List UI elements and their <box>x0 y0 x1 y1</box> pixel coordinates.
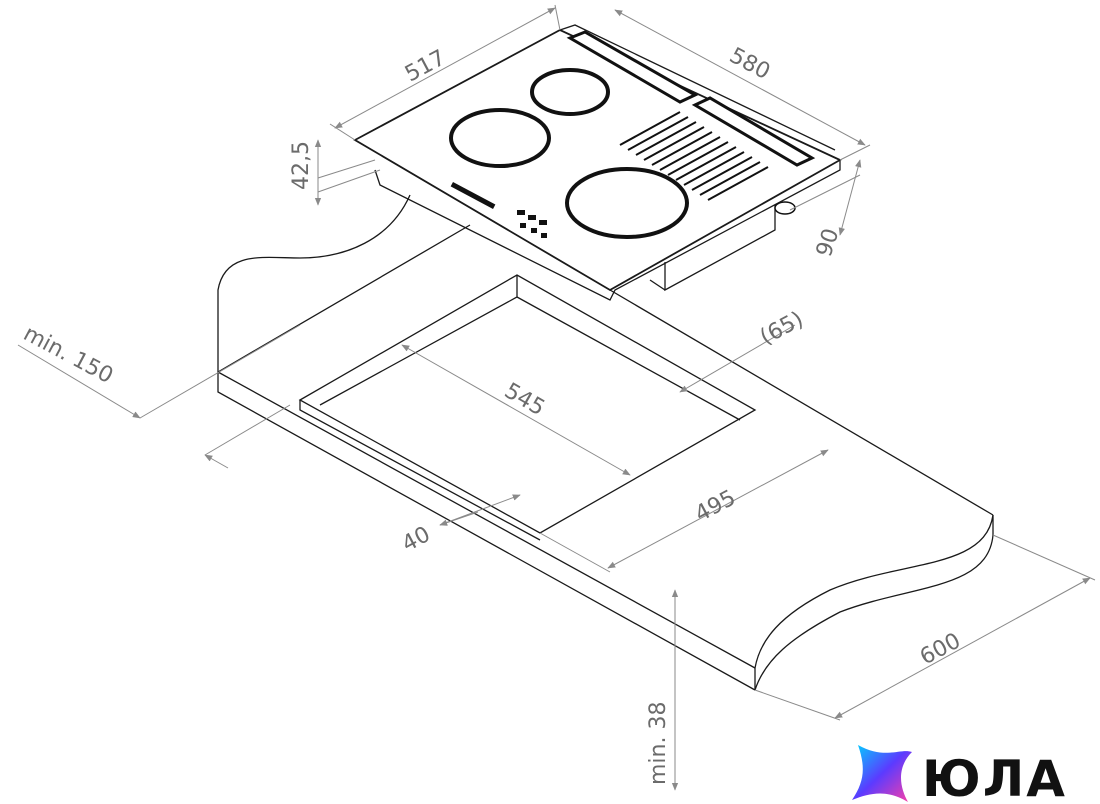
label-min-side: min. 150 <box>19 321 117 389</box>
label-hob-depth: 580 <box>725 43 774 85</box>
yula-logo: ЮЛА <box>852 745 1067 804</box>
burner-front-right <box>565 167 689 239</box>
star-icon <box>852 745 912 802</box>
control-panel <box>450 181 547 238</box>
dimension-lines <box>17 4 1096 791</box>
label-hob-thickness: 42,5 <box>289 141 314 190</box>
label-clearance-back: (65) <box>756 307 808 350</box>
label-cutout-depth: 495 <box>691 486 740 528</box>
label-front-margin: 40 <box>398 522 434 557</box>
logo-text: ЮЛА <box>922 750 1067 804</box>
label-hob-width: 517 <box>401 46 450 88</box>
label-hob-height: 90 <box>812 225 844 259</box>
burner-back-left <box>530 68 610 116</box>
label-counter-depth: 600 <box>916 629 965 671</box>
burner-front-left <box>449 108 551 168</box>
label-counter-thickness: min. 38 <box>646 702 671 785</box>
